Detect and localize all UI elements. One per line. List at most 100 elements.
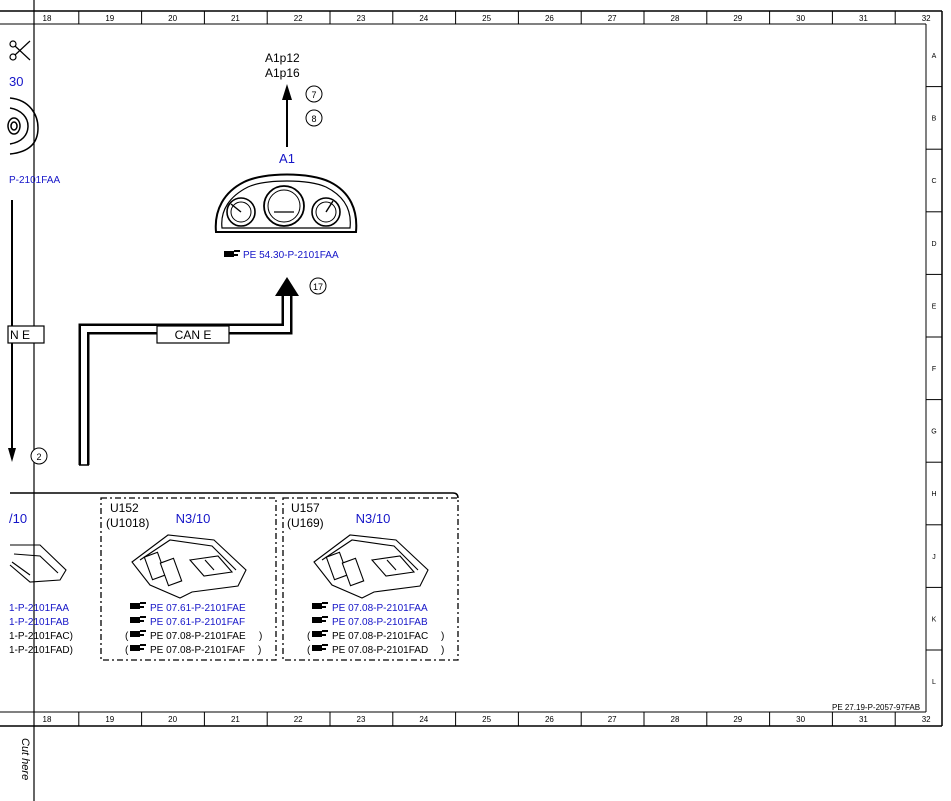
partial-ref-link[interactable]: P-2101FAA bbox=[9, 175, 60, 186]
svg-text:): ) bbox=[441, 631, 444, 642]
partial-arrow-icon bbox=[8, 448, 16, 462]
module-u152-ref-4-text[interactable]: PE 07.08-P-2101FAF bbox=[150, 645, 245, 656]
module-u157-ref-4-text[interactable]: PE 07.08-P-2101FAD bbox=[332, 645, 428, 656]
column-number: 32 bbox=[922, 14, 931, 23]
column-number: 20 bbox=[168, 715, 177, 724]
row-letter: C bbox=[931, 178, 936, 185]
column-number: 20 bbox=[168, 14, 177, 23]
hand-pointer-icon bbox=[312, 602, 328, 609]
module-u152-ref-3-text[interactable]: PE 07.08-P-2101FAE bbox=[150, 631, 246, 642]
hand-pointer-icon bbox=[312, 630, 328, 637]
column-number: 29 bbox=[733, 715, 742, 724]
partial-ecu-icon bbox=[9, 544, 67, 583]
a1-reference-link[interactable]: PE 54.30-P-2101FAA bbox=[224, 250, 339, 261]
column-number: 31 bbox=[859, 14, 868, 23]
module-group-border bbox=[10, 492, 459, 499]
column-number: 23 bbox=[357, 715, 366, 724]
row-letter: J bbox=[932, 554, 936, 561]
column-number: 22 bbox=[294, 14, 303, 23]
row-letter: K bbox=[932, 616, 937, 623]
a1-output-1: A1p12 bbox=[265, 51, 300, 65]
row-letter: E bbox=[932, 303, 937, 310]
svg-text:(: ( bbox=[125, 631, 129, 642]
callout-7 bbox=[305, 85, 323, 103]
module-u152-box bbox=[100, 497, 277, 661]
a1-label: A1 bbox=[279, 151, 295, 166]
column-number: 30 bbox=[796, 715, 805, 724]
column-number: 21 bbox=[231, 715, 240, 724]
module-u157-code2: (U169) bbox=[287, 516, 324, 530]
module-u157: U157 (U169) N3/10 PE 07.08-P-2101FAA PE … bbox=[282, 497, 459, 661]
module-u157-ref-3-text[interactable]: PE 07.08-P-2101FAC bbox=[332, 631, 428, 642]
svg-text:(: ( bbox=[307, 645, 311, 656]
row-letter: G bbox=[931, 429, 936, 436]
column-number: 24 bbox=[419, 715, 428, 724]
callout-8 bbox=[305, 109, 323, 127]
partial-can-label: N E bbox=[10, 328, 30, 342]
partial-ref-4[interactable]: 1-P-2101FAD) bbox=[9, 645, 73, 656]
column-number: 24 bbox=[419, 14, 428, 23]
a1-ref-text[interactable]: PE 54.30-P-2101FAA bbox=[243, 250, 339, 261]
column-number: 23 bbox=[357, 14, 366, 23]
partial-ref-2[interactable]: 1-P-2101FAB bbox=[9, 617, 69, 628]
hand-pointer-icon bbox=[224, 250, 240, 257]
hand-pointer-icon bbox=[130, 644, 146, 651]
hand-pointer-icon bbox=[312, 644, 328, 651]
ecu-icon bbox=[313, 534, 429, 599]
module-u157-ref-2[interactable]: PE 07.08-P-2101FAB bbox=[312, 616, 428, 628]
module-u152-ref-2-text[interactable]: PE 07.61-P-2101FAF bbox=[150, 617, 245, 628]
column-number: 27 bbox=[608, 715, 617, 724]
module-u152-ref-1[interactable]: PE 07.61-P-2101FAE bbox=[130, 602, 246, 614]
module-u157-ref-4[interactable]: ( PE 07.08-P-2101FAD ) bbox=[307, 644, 444, 656]
column-ruler: 1818191920202121222223232424252526262727… bbox=[43, 11, 931, 726]
svg-text:): ) bbox=[258, 645, 261, 656]
module-u152-ref-1-text[interactable]: PE 07.61-P-2101FAE bbox=[150, 603, 246, 614]
column-number: 19 bbox=[105, 14, 114, 23]
module-u152-ref-3[interactable]: ( PE 07.08-P-2101FAE ) bbox=[125, 630, 262, 642]
partial-left-area: 30 P-2101FAA N E 2 /10 1-P-2101FAA 1-P-2… bbox=[7, 40, 73, 656]
can-bus-arrow-icon bbox=[275, 277, 299, 296]
column-number: 27 bbox=[608, 14, 617, 23]
module-u152-code: U152 bbox=[110, 501, 139, 515]
module-u157-code: U157 bbox=[291, 501, 320, 515]
column-number: 25 bbox=[482, 715, 491, 724]
callout-17 bbox=[309, 277, 327, 295]
column-number: 30 bbox=[796, 14, 805, 23]
scissors-icon bbox=[9, 40, 31, 61]
column-number: 32 bbox=[922, 715, 931, 724]
column-number: 26 bbox=[545, 14, 554, 23]
partial-ref-1[interactable]: 1-P-2101FAA bbox=[9, 603, 69, 614]
can-bus-label-box bbox=[156, 325, 230, 344]
module-u152-code2: (U1018) bbox=[106, 516, 149, 530]
module-u157-ref-3[interactable]: ( PE 07.08-P-2101FAC ) bbox=[307, 630, 444, 642]
module-u152-ref-4[interactable]: ( PE 07.08-P-2101FAF ) bbox=[125, 644, 261, 656]
partial-instrument-icon bbox=[7, 97, 39, 155]
row-letter: F bbox=[932, 366, 936, 373]
ecu-icon bbox=[131, 534, 247, 599]
module-u157-ref-1[interactable]: PE 07.08-P-2101FAA bbox=[312, 602, 428, 614]
column-number: 25 bbox=[482, 14, 491, 23]
module-u152-name: N3/10 bbox=[176, 511, 211, 526]
column-number: 28 bbox=[671, 14, 680, 23]
module-u152-ref-2[interactable]: PE 07.61-P-2101FAF bbox=[130, 616, 245, 628]
a1-output-arrow bbox=[282, 84, 292, 147]
hand-pointer-icon bbox=[130, 602, 146, 609]
partial-ref-3[interactable]: 1-P-2101FAC) bbox=[9, 631, 73, 642]
row-letter: L bbox=[932, 679, 936, 686]
can-bus-label: CAN E bbox=[175, 328, 212, 342]
can-bus-line bbox=[78, 292, 293, 466]
row-letter: H bbox=[931, 491, 936, 498]
module-u157-ref-1-text[interactable]: PE 07.08-P-2101FAA bbox=[332, 603, 428, 614]
column-number: 18 bbox=[43, 14, 52, 23]
partial-can-box bbox=[7, 325, 45, 344]
module-u152: U152 (U1018) N3/10 PE 07.61-P-2101FAE PE… bbox=[100, 497, 277, 661]
cut-here-label: Cut here bbox=[19, 738, 31, 780]
partial-callout-number: 2 bbox=[36, 452, 41, 462]
module-u157-box bbox=[282, 497, 459, 661]
column-number: 22 bbox=[294, 715, 303, 724]
module-u157-ref-2-text[interactable]: PE 07.08-P-2101FAB bbox=[332, 617, 428, 628]
drawing-number: PE 27.19-P-2057-97FAB bbox=[832, 703, 920, 712]
